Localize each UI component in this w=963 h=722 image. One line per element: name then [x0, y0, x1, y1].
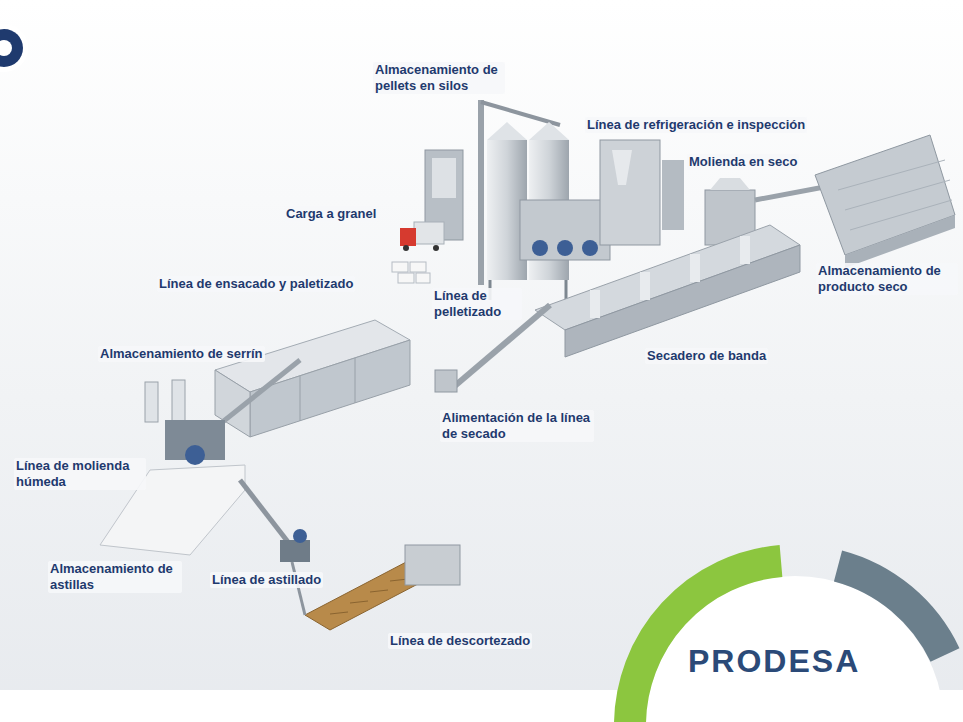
corner-logo [0, 29, 23, 67]
part-label: Almacenamiento de pellets en silos [373, 62, 505, 94]
part-label: Línea de descortezado [388, 633, 532, 649]
dry-product-storage [815, 135, 955, 268]
sawdust-storage [215, 320, 410, 437]
part-label: Línea de pelletizado [432, 288, 522, 320]
belt-dryer [535, 225, 800, 357]
part-label: Almacenamiento de producto seco [816, 263, 958, 295]
pelleting-line [520, 200, 610, 260]
bagging-pallets [392, 262, 430, 283]
part-label: Almacenamiento de serrín [98, 346, 265, 362]
wet-grinding [145, 360, 300, 465]
cooling-line [600, 140, 684, 245]
part-label: Línea de molienda húmeda [14, 458, 146, 490]
bulk-loading [400, 150, 463, 251]
part-label: Línea de refrigeración e inspección [585, 117, 807, 133]
corner-logo-ring [0, 24, 28, 72]
part-label: Línea de ensacado y paletizado [157, 276, 355, 292]
brand-arcs [630, 561, 945, 722]
part-label: Línea de astillado [210, 572, 323, 588]
brand-name: PRODESA [688, 642, 860, 680]
part-label: Alimentación de la línea de secado [440, 410, 594, 442]
chipping-line [240, 480, 310, 562]
part-label: Secadero de banda [645, 348, 768, 364]
part-label: Carga a granel [284, 206, 378, 222]
corner-logo-hole [0, 40, 12, 56]
part-label: Molienda en seco [687, 154, 799, 170]
part-label: Almacenamiento de astillas [48, 561, 182, 593]
